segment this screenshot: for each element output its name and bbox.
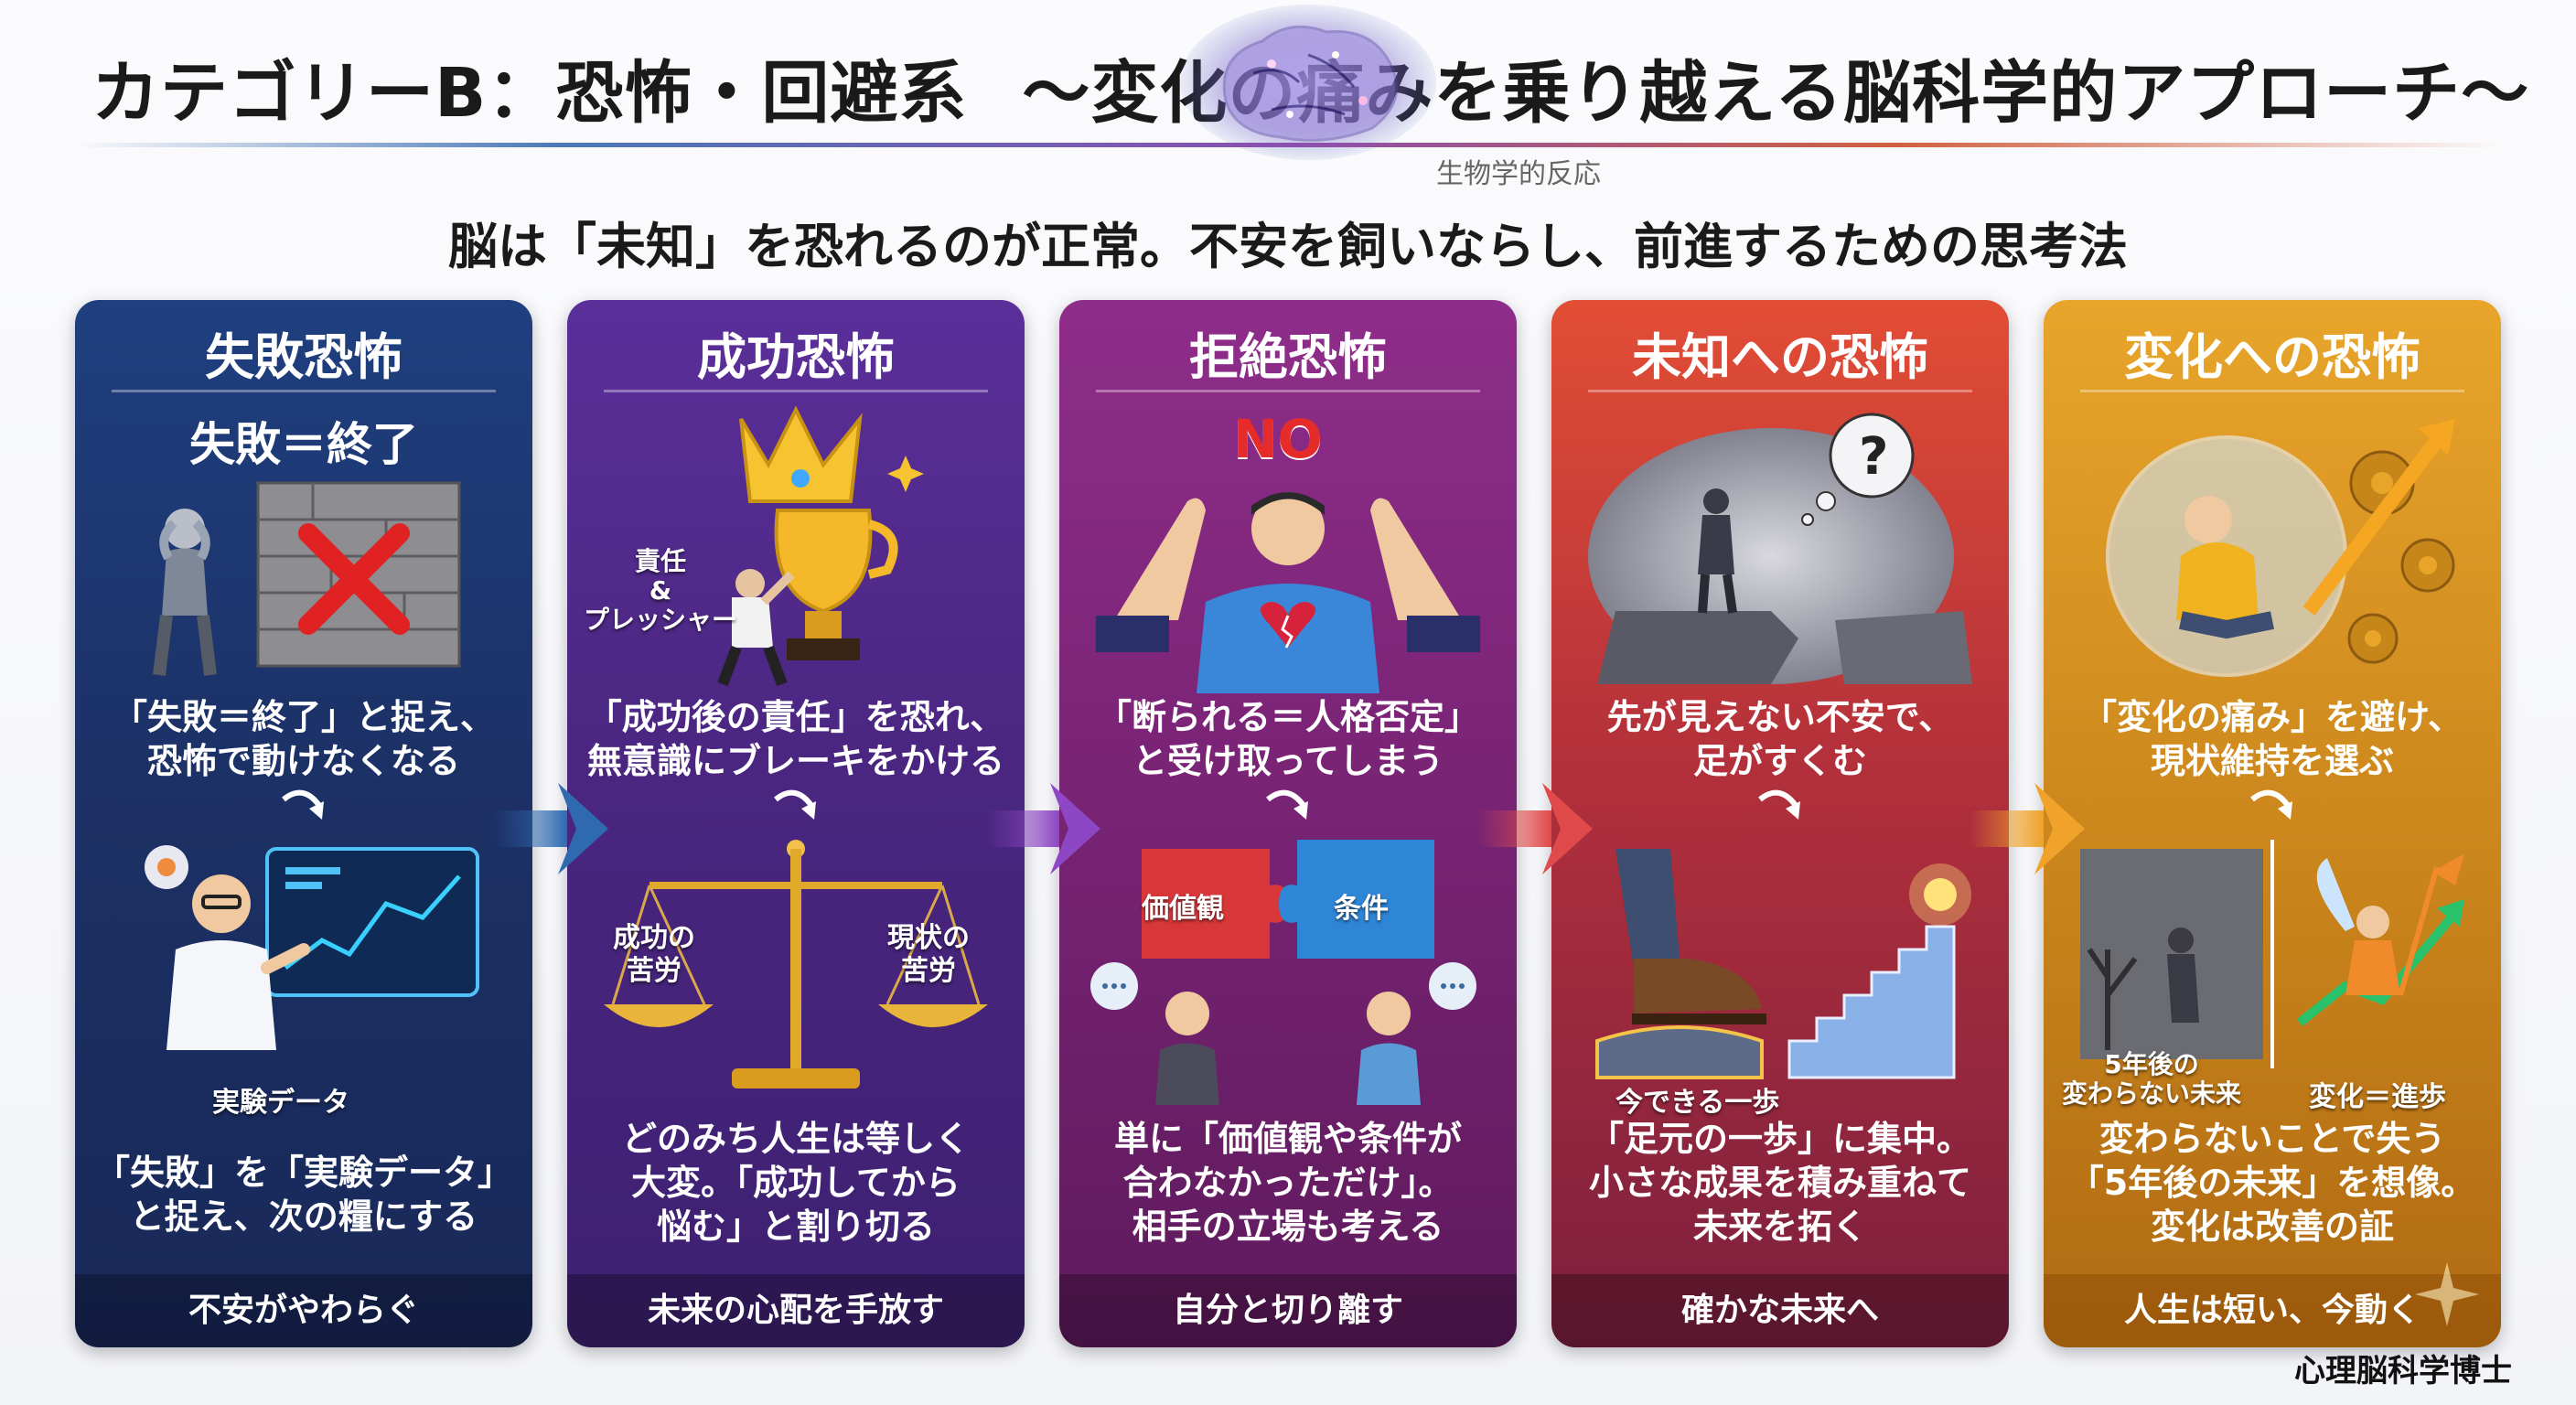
responsibility-pressure-label: 責任&プレッシャー bbox=[584, 546, 738, 635]
unchanged-future-label: 5年後の変わらない未来 bbox=[2062, 1049, 2242, 1109]
author-watermark: 心理脳科学博士 bbox=[2294, 1353, 2512, 1389]
title-main: カテゴリーB：恐怖・回避系 bbox=[91, 53, 968, 133]
solution-text: 「失敗」を「実験データ」と捉え、次の糧にする bbox=[94, 1153, 512, 1237]
curved-arrow-icon bbox=[1758, 789, 1800, 820]
balance-scale-icon bbox=[604, 840, 988, 1089]
problem-text: 「成功後の責任」を恐れ、無意識にブレーキをかける bbox=[586, 697, 1005, 781]
panel-footer: 不安がやわらぐ bbox=[75, 1274, 532, 1347]
connector-arrow-icon bbox=[1478, 783, 1593, 874]
scientist-data-illustration bbox=[145, 845, 479, 1050]
subtitle: 脳は「未知」を恐れるのが正常。不安を飼いならし、前進するための思考法 bbox=[448, 218, 2128, 275]
title-divider bbox=[73, 143, 2506, 147]
solution-text: どのみち人生は等しく大変。「成功してから悩む」と割り切る bbox=[621, 1119, 970, 1247]
problem-text: 「変化の痛み」を避け、現状維持を選ぶ bbox=[2081, 697, 2463, 781]
trophy-pressure-illustration bbox=[717, 405, 924, 687]
panel-footer: 人生は短い、今動く bbox=[2044, 1274, 2501, 1347]
panel-fear-of-unknown: 未知への恐怖 ? 先が見えない不安で、足がすくむ 今できる一歩 「足元の一歩」に… bbox=[1551, 300, 2009, 1347]
cliff-fog-illustration: ? bbox=[1588, 413, 1972, 684]
panel-title: 成功恐怖 bbox=[697, 328, 895, 386]
panel-divider bbox=[1096, 390, 1480, 392]
panel-footer: 未来の心配を手放す bbox=[567, 1274, 1025, 1347]
no-label: NO bbox=[1233, 408, 1323, 470]
panel-footer: 確かな未来へ bbox=[1551, 1274, 2009, 1347]
curved-arrow-icon bbox=[1266, 789, 1308, 820]
panel-divider bbox=[112, 390, 496, 392]
future-comparison-illustration bbox=[2080, 840, 2464, 1068]
panel-fear-of-success: 成功恐怖 責任&プレッシャー 「成功後の責任」を恐れ、無意識にブレーキをかける … bbox=[567, 300, 1025, 1347]
panel-divider bbox=[604, 390, 988, 392]
connector-arrow-icon bbox=[494, 783, 608, 874]
change-progress-label: 変化＝進歩 bbox=[2309, 1081, 2446, 1113]
panel-title: 変化への恐怖 bbox=[2124, 328, 2420, 386]
panel-divider bbox=[1588, 390, 1972, 392]
headline: 失敗＝終了 bbox=[189, 418, 418, 471]
panel-fear-of-failure: 失敗恐怖 失敗＝終了 「失敗＝終了」と捉え、恐怖で動けなくなる 実験データ 「失 bbox=[75, 300, 532, 1347]
puzzle-values-label: 価値観 bbox=[1142, 893, 1224, 925]
solution-text: 変わらないことで失う「5年後の未来」を想像。変化は改善の証 bbox=[2068, 1119, 2476, 1247]
panel-fear-of-change: 変化への恐怖 「変化の痛み」を避け、現状維持を選ぶ 5年 bbox=[2044, 300, 2501, 1347]
curved-arrow-icon bbox=[774, 789, 816, 820]
problem-text: 先が見えない不安で、足がすくむ bbox=[1606, 697, 1954, 781]
bubble-gears-illustration bbox=[2106, 419, 2455, 677]
svg-text:?: ? bbox=[1859, 427, 1888, 487]
scale-right-label: 現状の苦労 bbox=[887, 922, 970, 987]
wall-failure-illustration bbox=[153, 481, 461, 676]
panel-fear-of-rejection: 拒絶恐怖 NO 「断られる＝人格否定」と受け取ってしまう 価値観 条件 単に「価… bbox=[1059, 300, 1517, 1347]
problem-text: 「断られる＝人格否定」と受け取ってしまう bbox=[1096, 697, 1479, 781]
panel-divider bbox=[2080, 390, 2464, 392]
curved-arrow-icon bbox=[2250, 789, 2292, 820]
panel-title: 未知への恐怖 bbox=[1632, 328, 1928, 386]
problem-text: 「失敗＝終了」と捉え、恐怖で動けなくなる bbox=[112, 697, 495, 781]
puzzle-conditions-label: 条件 bbox=[1334, 893, 1389, 925]
panel-footer: 自分と切り離す bbox=[1059, 1274, 1517, 1347]
connector-arrow-icon bbox=[986, 783, 1100, 874]
curved-arrow-icon bbox=[282, 789, 324, 820]
experiment-data-label: 実験データ bbox=[212, 1087, 349, 1119]
rejection-hands-illustration bbox=[1096, 492, 1480, 693]
sparkle-icon bbox=[2415, 1262, 2479, 1326]
panel-title: 失敗恐怖 bbox=[205, 328, 402, 386]
connector-arrow-icon bbox=[1970, 783, 2085, 874]
biological-reaction-label: 生物学的反応 bbox=[1436, 158, 1601, 190]
solution-text: 単に「価値観や条件が合わなかっただけ」。相手の立場も考える bbox=[1113, 1119, 1462, 1247]
panel-title: 拒絶恐怖 bbox=[1189, 328, 1387, 386]
step-stairs-illustration bbox=[1595, 849, 1971, 1079]
solution-text: 「足元の一歩」に集中。小さな成果を積み重ねて未来を拓く bbox=[1588, 1119, 1971, 1247]
scale-left-label: 成功の苦労 bbox=[613, 922, 695, 987]
one-step-label: 今できる一歩 bbox=[1615, 1087, 1780, 1119]
puzzle-people-illustration bbox=[1090, 840, 1476, 1105]
brain-icon bbox=[1180, 5, 1436, 160]
